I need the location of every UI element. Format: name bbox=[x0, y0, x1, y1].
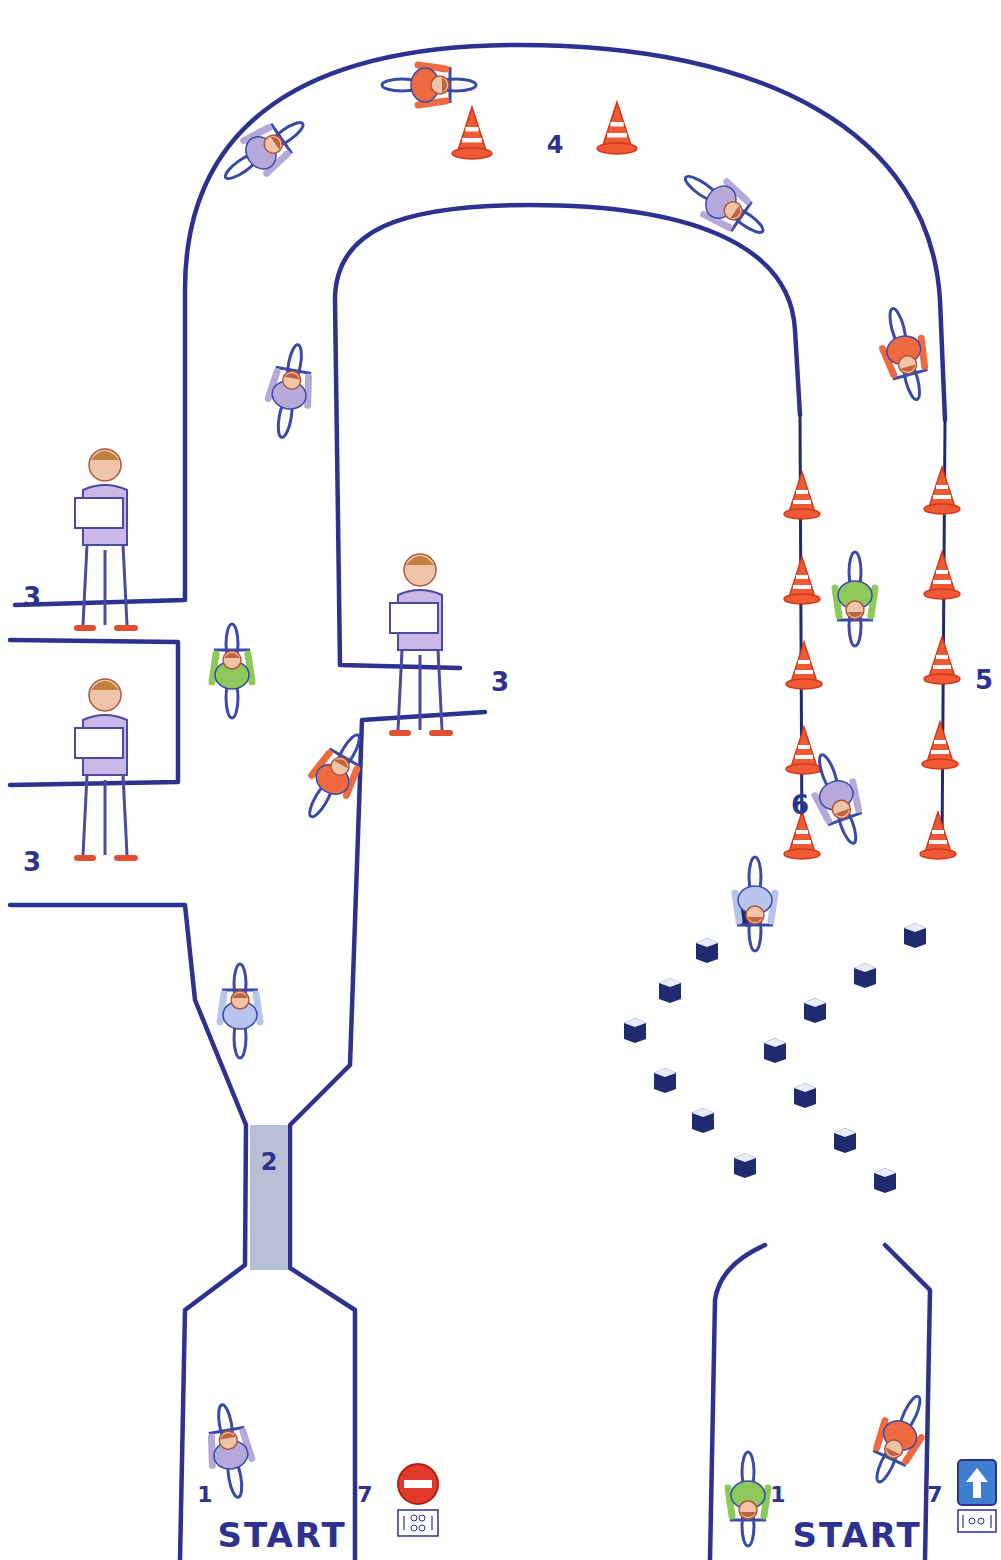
station-number: 6 bbox=[791, 792, 809, 818]
start-label: START bbox=[217, 1518, 346, 1552]
one-way-sign bbox=[958, 1460, 996, 1532]
station-number: 7 bbox=[927, 1484, 942, 1506]
station-number: 1 bbox=[197, 1484, 212, 1506]
station-number: 3 bbox=[23, 584, 41, 610]
start-label: START bbox=[792, 1518, 921, 1552]
no-entry-sign bbox=[398, 1464, 438, 1536]
station-number: 7 bbox=[357, 1484, 372, 1506]
station-number: 4 bbox=[547, 133, 564, 157]
station-number: 1 bbox=[770, 1484, 785, 1506]
station-number: 3 bbox=[23, 849, 41, 875]
station-number: 2 bbox=[261, 1150, 278, 1174]
station-number: 3 bbox=[491, 669, 509, 695]
station-number: 5 bbox=[975, 667, 993, 693]
